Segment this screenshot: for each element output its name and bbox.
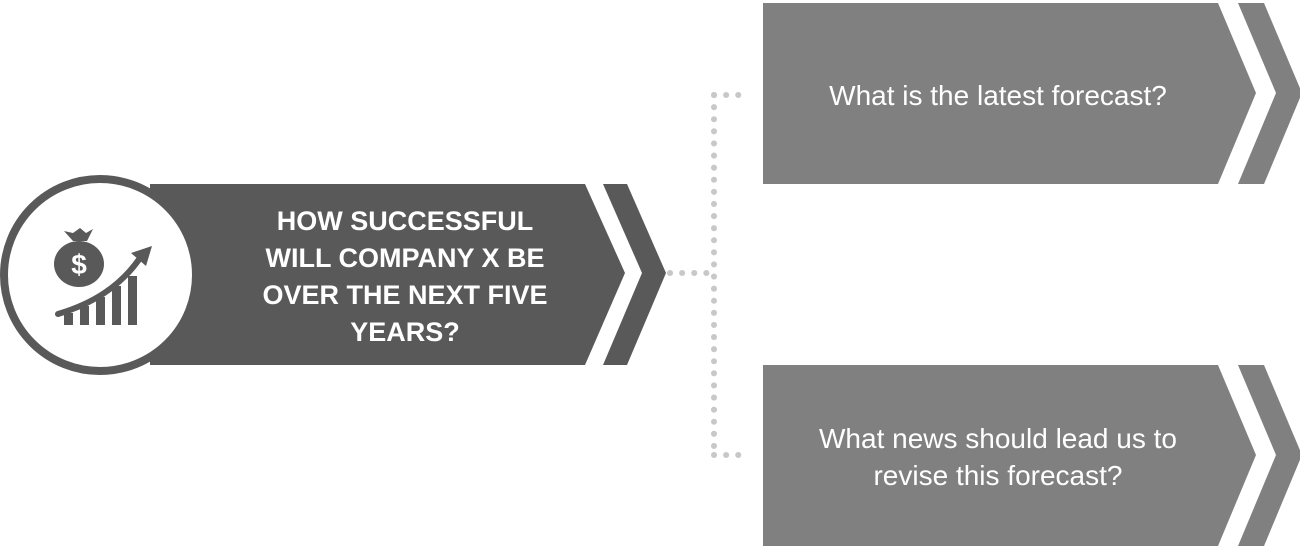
trend-line: [55, 255, 143, 317]
sub-question-1-shape: [763, 3, 1300, 184]
sub-question-1-chevron: [1238, 3, 1300, 184]
sub-question-2-chevron: [1238, 365, 1300, 546]
chart-bar-1: [64, 313, 73, 325]
main-question-shape: [150, 184, 666, 365]
money-bag-growth-chart-icon: $: [54, 228, 152, 325]
chart-bar-4: [112, 286, 121, 325]
chart-bar-5: [128, 276, 137, 325]
chart-bar-3: [96, 297, 105, 325]
sub-question-1-arrow-body: [763, 3, 1256, 184]
main-question-chevron: [603, 184, 666, 365]
chart-bar-2: [80, 306, 89, 325]
dollar-sign-glyph: $: [71, 249, 87, 280]
sub-question-2-shape: [763, 365, 1300, 546]
main-question-text: HOW SUCCESSFUL WILL COMPANY X BE OVER TH…: [262, 206, 548, 347]
main-question-arrow-body: [150, 184, 625, 365]
money-bag-knot: [64, 228, 93, 241]
dotted-connector: [667, 92, 753, 458]
sub-question-2-arrow-body: [763, 365, 1256, 546]
money-bag-body: [54, 241, 104, 287]
trend-arrow-head: [131, 246, 152, 266]
sub-question-1-text: What is the latest forecast?: [829, 79, 1167, 111]
sub-question-2-text: What news should lead us to revise this …: [819, 423, 1177, 491]
